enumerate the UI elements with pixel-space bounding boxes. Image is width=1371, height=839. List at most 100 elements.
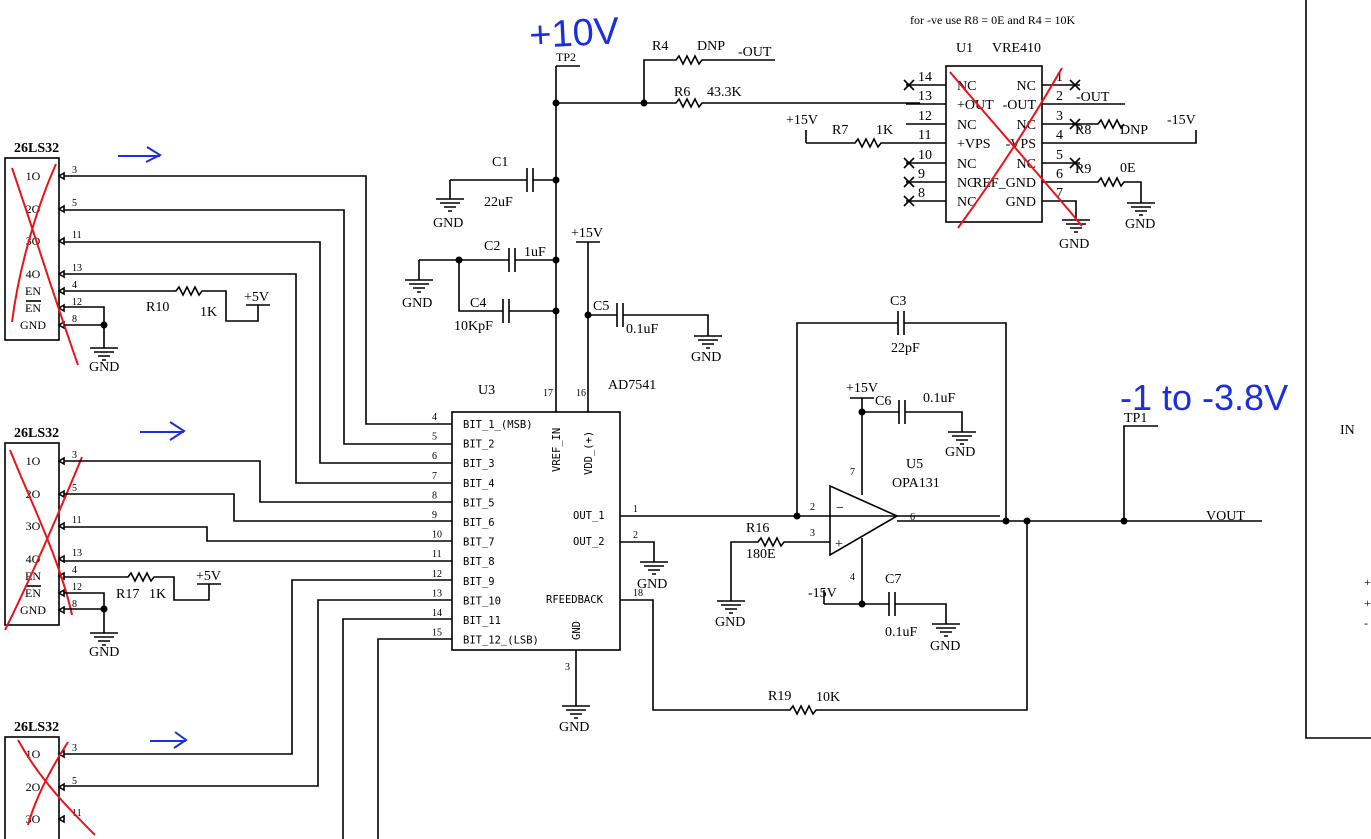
u1-pin-name: NC [957, 157, 976, 172]
receiver-a-strike [11, 163, 79, 366]
c3-ref: C3 [890, 294, 906, 309]
u3-bit-label: BIT_10 [463, 595, 501, 607]
c6-value: 0.1uF [923, 391, 956, 406]
c7-gnd: GND [930, 639, 960, 654]
u3-bit-pin: 13 [432, 588, 442, 599]
receiver-pin-label: GND [20, 603, 46, 617]
c4-value: 10KpF [454, 319, 493, 334]
svg-text:+: + [1364, 596, 1371, 610]
svg-text:-: - [1364, 616, 1368, 630]
u1-pin-name: +OUT [957, 98, 994, 113]
vout-label: VOUT [1206, 509, 1245, 524]
c2-value: 1uF [524, 245, 546, 260]
u1-right-pins: -OUT R8 DNP -15V R9 0E GND GND 1NC2-OUT3… [973, 70, 1197, 252]
r4-out-net: -OUT [738, 45, 772, 60]
u1-pin-num: 14 [918, 70, 932, 85]
svg-text:+: + [1364, 575, 1371, 589]
u5-pin4: 4 [850, 572, 855, 583]
u1-gnd-a: GND [1059, 237, 1089, 252]
r10-p5v: +5V [244, 290, 269, 305]
u1-ref: U1 [956, 41, 973, 56]
c1-gnd: GND [433, 216, 463, 231]
u1-pin-name: NC [957, 195, 976, 210]
right-in-label: IN [1340, 423, 1355, 438]
receiver-c-strike [17, 739, 96, 836]
c5-gnd: GND [691, 350, 721, 365]
u1-pin-num: 12 [918, 109, 932, 124]
c4-ref: C4 [470, 296, 486, 311]
receiver-pin-num: 13 [72, 548, 82, 559]
tp2-label: TP2 [556, 50, 576, 64]
u1-m15v: -15V [1167, 113, 1196, 128]
c1-ref: C1 [492, 155, 508, 170]
u3-body [451, 411, 621, 651]
c1-value: 22uF [484, 195, 513, 210]
receiver-pin-num: 5 [72, 198, 77, 209]
u3-bit-pin: 7 [432, 471, 437, 482]
receiver-pin-label: 1O [26, 454, 41, 468]
u5-body [829, 484, 899, 557]
u1-pin-name: REF_GND [973, 176, 1036, 191]
tp1-label: TP1 [1124, 411, 1147, 426]
u3-out2-pin: 2 [633, 530, 638, 541]
u1-pin-num: 5 [1056, 148, 1063, 163]
u1-pin-num: 7 [1056, 186, 1063, 201]
r10-value: 1K [200, 305, 217, 320]
u3-bit-pin: 6 [432, 451, 437, 462]
r17-ref: R17 [116, 587, 139, 602]
u3-out2-label: OUT_2 [573, 536, 605, 548]
u3-part: AD7541 [608, 378, 656, 393]
u1-pin-name: -VPS [1006, 137, 1036, 152]
receiver-pin-num: 13 [72, 263, 82, 274]
receiver-pin-label: EN [25, 301, 41, 315]
u3-bit-label: BIT_8 [463, 556, 495, 568]
u3-bit-pin: 8 [432, 490, 437, 501]
bit-wires [64, 175, 452, 839]
u3-bit-label: BIT_4 [463, 478, 495, 490]
u3-gnd: GND [559, 720, 589, 735]
c6-gnd: GND [945, 445, 975, 460]
u3-bit-label: BIT_2 [463, 439, 495, 451]
u3-bit-pin: 15 [432, 628, 442, 639]
r7-ref: R7 [832, 123, 848, 138]
u3-rfb-pin: 18 [633, 588, 643, 599]
r8-value: DNP [1120, 123, 1148, 138]
u3-bit-label: BIT_12_(LSB) [463, 635, 539, 647]
u1-pin-num: 9 [918, 167, 925, 182]
receiver-pin-num: 4 [72, 565, 77, 576]
u1-pin-name: NC [957, 79, 976, 94]
u5-ref: U5 [906, 457, 923, 472]
u3-bit-pin: 12 [432, 569, 442, 580]
u5-pin6: 6 [910, 512, 915, 523]
receiver-pin-num: 12 [72, 582, 82, 593]
u1-pin-num: 2 [1056, 89, 1063, 104]
receiver-pin-label: EN [25, 586, 41, 600]
u1-note: for -ve use R8 = 0E and R4 = 10K [910, 13, 1076, 27]
r16-ref: R16 [746, 521, 769, 536]
u1-pin-name: NC [957, 176, 976, 191]
u3-out1-pin: 1 [633, 504, 638, 515]
u1-pin-num: 3 [1056, 109, 1063, 124]
u1-pin-name: NC [957, 118, 976, 133]
r16-gnd: GND [715, 615, 745, 630]
u1-pin-num: 6 [1056, 167, 1063, 182]
receiver-pin-num: 3 [72, 743, 77, 754]
annotation-plus10v: +10V [528, 10, 621, 57]
u3-dac: U3 AD7541 4BIT_1_(MSB)5BIT_26BIT_37BIT_4… [432, 378, 1028, 735]
u1-out-neg: -OUT [1076, 90, 1110, 105]
u3-ref: U3 [478, 383, 495, 398]
receiver-pin-num: 8 [72, 314, 77, 325]
receiver-pin-label: 3O [26, 519, 41, 533]
receiver-pin-label: EN [25, 284, 41, 298]
u3-out1-label: OUT_1 [573, 510, 605, 522]
u3-bit-pin: 5 [432, 432, 437, 443]
r17-value: 1K [149, 587, 166, 602]
u5-opamp: − + U5 OPA131 2 3 6 7 4 +15V C6 0.1uF GN… [715, 0, 1371, 739]
receiver-pin-num: 11 [72, 808, 82, 819]
u3-bit-label: BIT_11 [463, 615, 501, 627]
u5-p15v: +15V [846, 381, 878, 396]
